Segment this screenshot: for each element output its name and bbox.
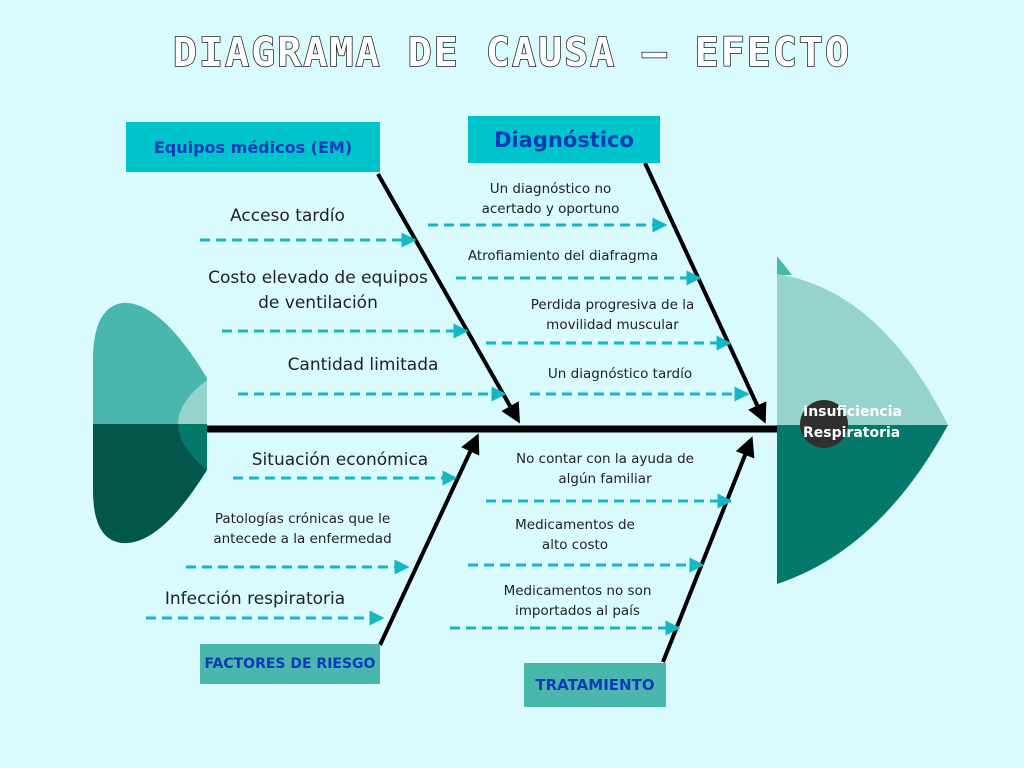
- bone-diagnostico: [643, 162, 767, 424]
- fish-head: [777, 256, 948, 584]
- category-equipos-label: Equipos médicos (EM): [153, 137, 353, 157]
- effect-dot: [800, 400, 848, 448]
- cause-cantidad-limitada: Cantidad limitada: [287, 355, 439, 375]
- cause-acceso-tardio: Acceso tardío: [230, 206, 345, 226]
- cause-medicamentos-no-importados: Medicamentos no son importados al país: [503, 583, 652, 619]
- category-equipos: Equipos médicos (EM): [126, 122, 380, 172]
- category-diagnostico-label: Diagnóstico: [494, 127, 634, 152]
- bone-equipos: [376, 173, 520, 424]
- category-factores: FACTORES DE RIESGO: [200, 644, 380, 684]
- cause-perdida-movilidad: Perdida progresiva de la movilidad muscu…: [530, 297, 695, 333]
- cause-medicamentos-alto-costo: Medicamentos de alto costo: [515, 517, 635, 553]
- cause-arrows: [146, 217, 750, 636]
- category-tratamiento-label: TRATAMIENTO: [535, 676, 655, 694]
- bones: [376, 162, 767, 663]
- cause-situacion-economica: Situación económica: [251, 450, 429, 470]
- effect-label: Insuficiencia Respiratoria: [803, 402, 902, 444]
- cause-no-acertado: Un diagnóstico no acertado y oportuno: [481, 181, 620, 217]
- category-factores-label: FACTORES DE RIESGO: [204, 656, 376, 672]
- category-tratamiento: TRATAMIENTO: [524, 663, 666, 707]
- fish-tail: [93, 302, 207, 544]
- bone-factores: [378, 433, 480, 646]
- cause-sin-ayuda-familiar: No contar con la ayuda de algún familiar: [516, 451, 694, 487]
- cause-costo-elevado: Costo elevado de equipos de ventilación: [208, 268, 428, 313]
- effect-line-1: Insuficiencia: [803, 404, 902, 420]
- effect-line-2: Respiratoria: [803, 425, 901, 441]
- cause-patologias-cronicas: Patologías crónicas que le antecede a la…: [213, 511, 392, 547]
- category-diagnostico: Diagnóstico: [468, 116, 660, 163]
- cause-diagnostico-tardio: Un diagnóstico tardío: [547, 366, 693, 382]
- diagram-title: DIAGRAMA DE CAUSA – EFECTO: [172, 29, 852, 77]
- cause-atrofiamiento: Atrofiamiento del diafragma: [467, 248, 659, 264]
- cause-infeccion-respiratoria: Infección respiratoria: [164, 589, 346, 609]
